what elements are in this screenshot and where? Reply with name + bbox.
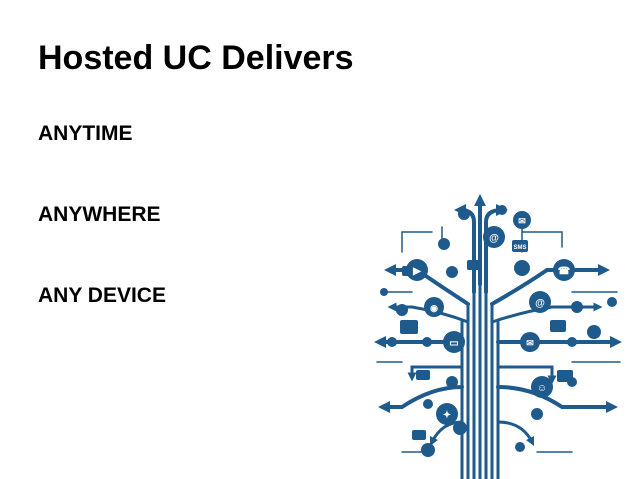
at-sign-icon-2: @ <box>535 298 545 309</box>
phone-icon: ☎ <box>558 266 570 277</box>
bullet-any-device: ANY DEVICE <box>38 284 166 307</box>
video-icon: ▶ <box>412 266 422 277</box>
bullet-anytime: ANYTIME <box>38 122 133 145</box>
camera-icon: ◉ <box>430 303 438 313</box>
bird-icon: ✦ <box>443 410 451 421</box>
bullet-anywhere: ANYWHERE <box>38 203 161 226</box>
at-sign-icon: @ <box>489 233 499 244</box>
slide-title: Hosted UC Delivers <box>38 39 354 77</box>
mail-icon: ✉ <box>526 338 534 348</box>
computer-icon: ▭ <box>449 338 458 349</box>
sms-icon: SMS <box>513 245 526 251</box>
people-icon: ☺ <box>537 383 547 394</box>
email-icon: ✉ <box>518 216 526 226</box>
technology-tree-illustration: @ ☎ ▶ @ ▭ ☺ ✦ ✉ ✉ ◉ SMS <box>374 194 622 479</box>
